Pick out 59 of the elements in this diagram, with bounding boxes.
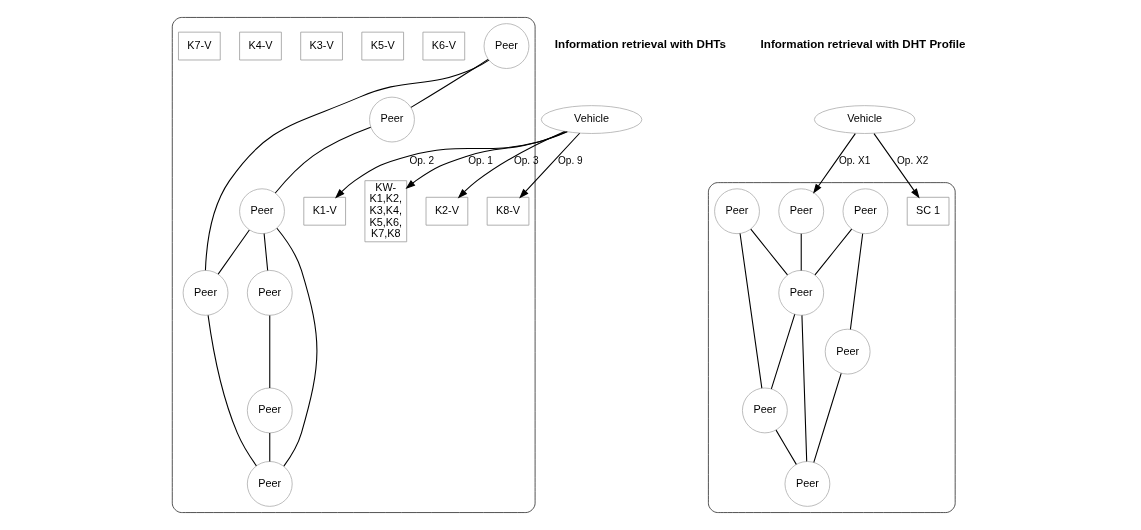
arrow (335, 131, 568, 199)
node-circle: Peer (239, 188, 285, 235)
arrow (405, 131, 567, 190)
node-box: K3-V (300, 31, 343, 61)
node-circle: Peer (369, 96, 415, 143)
connector (801, 314, 808, 462)
arrow (519, 132, 581, 199)
node-circle: Peer (182, 270, 229, 316)
connector (269, 432, 271, 462)
connector (217, 229, 250, 275)
node-circle: Peer (742, 387, 788, 434)
cluster (171, 17, 536, 513)
edge-label: Op. X1 (838, 154, 871, 166)
node-circle: Peer (714, 188, 760, 235)
connector (207, 314, 257, 467)
connector (813, 372, 842, 463)
node-circle: Peer (778, 270, 825, 316)
node-circle: Peer (842, 188, 889, 235)
connector (204, 59, 490, 271)
connector (775, 429, 797, 465)
node-circle: Peer (784, 461, 831, 507)
node-ellipse: Vehicle (540, 105, 643, 134)
node-box: K5-V (361, 31, 404, 61)
edge-label: Op. 9 (558, 154, 583, 166)
connector (770, 313, 796, 390)
node-box: K2-V (425, 196, 469, 226)
label: Information retrieval with DHT Profile (760, 37, 966, 50)
node-box: K4-V (239, 31, 282, 61)
connector (800, 233, 802, 271)
connector (739, 233, 763, 389)
node-box: K8-V (486, 196, 530, 226)
node-circle: Peer (246, 270, 293, 316)
node-box: KW- K1,K2, K3,K4, K5,K6, K7,K8 (364, 180, 408, 243)
connector (849, 233, 864, 330)
node-circle: Peer (824, 328, 871, 375)
node-circle: Peer (778, 188, 825, 235)
node-box: SC 1 (906, 196, 950, 226)
node-box: K7-V (178, 31, 221, 61)
arrow (457, 130, 566, 199)
node-circle: Peer (246, 387, 293, 434)
connector (276, 227, 318, 467)
node-circle: Peer (483, 23, 530, 69)
arrow (873, 133, 920, 199)
label: Information retrieval with DHTs (554, 37, 726, 50)
node-box: K1-V (303, 196, 346, 226)
connector (263, 233, 269, 271)
edge-label: Op. 1 (468, 154, 493, 166)
connector (274, 126, 372, 194)
edge-label: Op. X2 (896, 154, 929, 166)
connector (814, 228, 853, 276)
arrow (813, 133, 856, 194)
connector (269, 314, 271, 389)
connector (410, 58, 489, 108)
node-ellipse: Vehicle (814, 105, 916, 134)
node-circle: Peer (246, 461, 293, 507)
node-box: K6-V (422, 31, 466, 61)
edge-label: Op. 3 (513, 154, 539, 166)
connector (750, 228, 788, 276)
edge-label: Op. 2 (409, 154, 435, 166)
